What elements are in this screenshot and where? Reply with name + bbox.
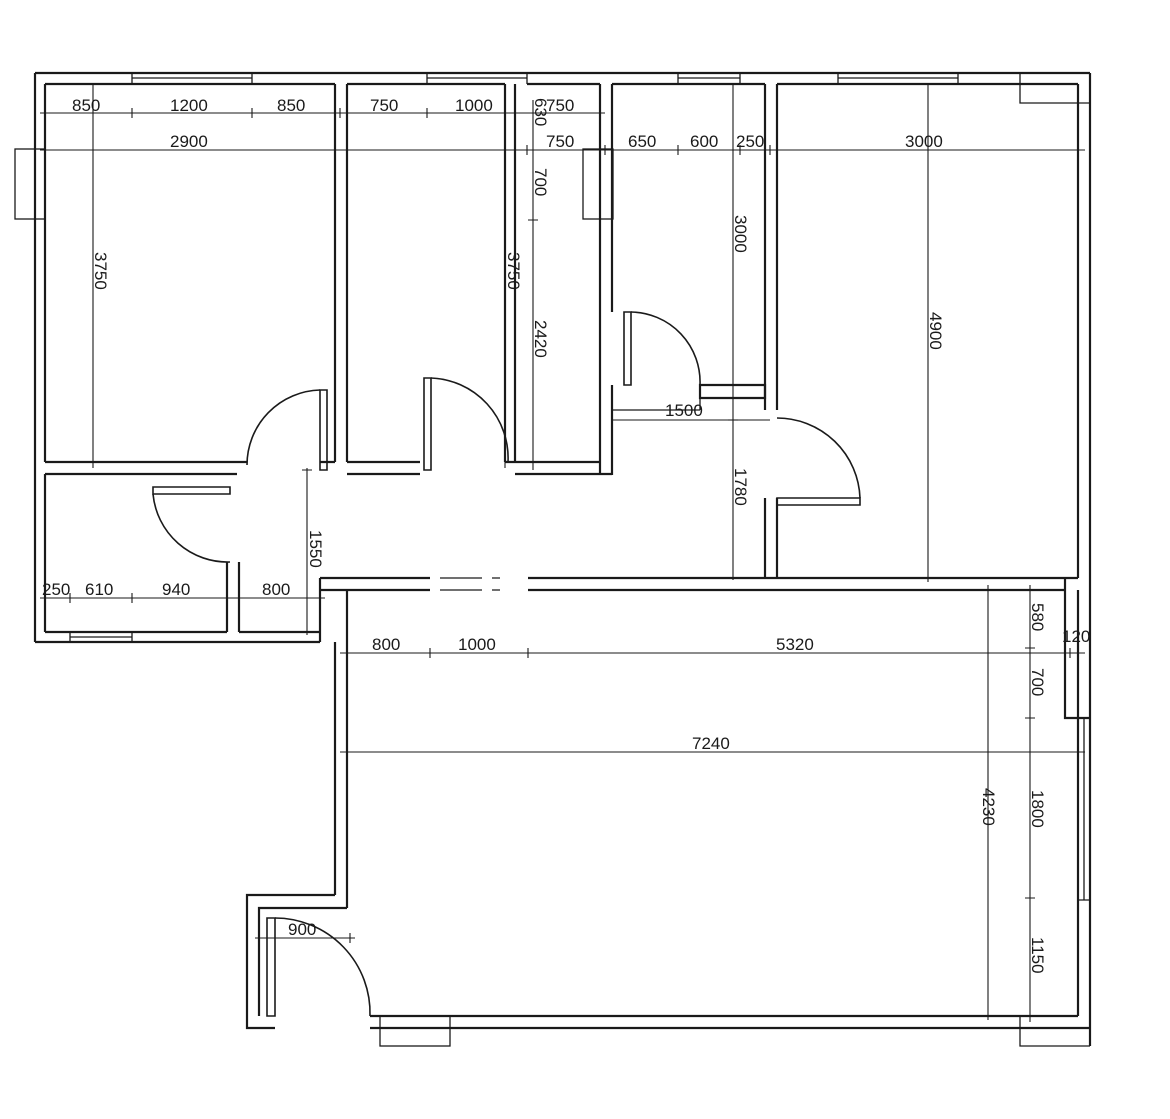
dim-right-1150: 1150 (1028, 937, 1047, 974)
dim-small-250: 250 (42, 580, 70, 599)
dim-corridor-1780: 1780 (731, 468, 750, 506)
dim-750: 750 (546, 132, 574, 151)
dim-room3-3000: 3000 (731, 215, 750, 253)
walls (33, 71, 1092, 1047)
dim-2900: 2900 (170, 132, 208, 151)
dim-top-850b: 850 (277, 96, 305, 115)
dim-top-750a: 750 (370, 96, 398, 115)
windows (14, 73, 1090, 1047)
dim-right-120: 120 (1062, 627, 1090, 646)
dim-bedroom1-3750: 3750 (91, 252, 110, 290)
dimension-lines (40, 84, 1085, 1022)
dimension-labels: 850 1200 850 750 1000 630 750 2900 750 6… (42, 96, 1090, 974)
dim-living-800: 800 (372, 635, 400, 654)
dim-corridor-1500: 1500 (665, 401, 703, 420)
dim-top-750b: 750 (546, 96, 574, 115)
dim-top-1000: 1000 (455, 96, 493, 115)
dim-3000-h: 3000 (905, 132, 943, 151)
dim-right-1800: 1800 (1028, 790, 1047, 828)
dim-living-7240: 7240 (692, 734, 730, 753)
dim-top-1200: 1200 (170, 96, 208, 115)
dim-250: 250 (736, 132, 764, 151)
dim-600: 600 (690, 132, 718, 151)
dim-right-700: 700 (1028, 668, 1047, 696)
dim-living-4230: 4230 (979, 788, 998, 826)
dim-small-610: 610 (85, 580, 113, 599)
dim-small-800: 800 (262, 580, 290, 599)
dim-living-5320: 5320 (776, 635, 814, 654)
dim-entry-900: 900 (288, 920, 316, 939)
dim-room4-4900: 4900 (926, 312, 945, 350)
dim-650: 650 (628, 132, 656, 151)
dim-bath-700: 700 (531, 168, 550, 196)
doors (152, 311, 861, 1017)
dim-top-630: 630 (531, 98, 550, 126)
dim-bedroom2-3750: 3750 (504, 252, 523, 290)
dim-small-940: 940 (162, 580, 190, 599)
dim-hall-1550: 1550 (306, 530, 325, 568)
dim-living-1000: 1000 (458, 635, 496, 654)
dim-top-850a: 850 (72, 96, 100, 115)
dim-right-580: 580 (1028, 603, 1047, 631)
dim-bath-2420: 2420 (531, 320, 550, 358)
